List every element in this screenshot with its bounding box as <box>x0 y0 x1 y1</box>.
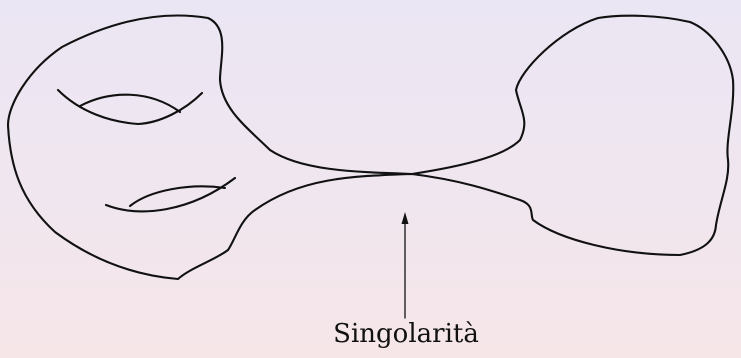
surface-outline <box>6 14 735 281</box>
singularity-arrow-head <box>401 212 409 224</box>
lower-handle-outer-curve <box>104 176 237 213</box>
lower-handle-inner-curve <box>128 185 227 208</box>
upper-handle-inner-curve <box>78 93 182 114</box>
upper-handle-outer-curve <box>56 88 204 126</box>
singularity-label: Singolarità <box>333 319 479 349</box>
